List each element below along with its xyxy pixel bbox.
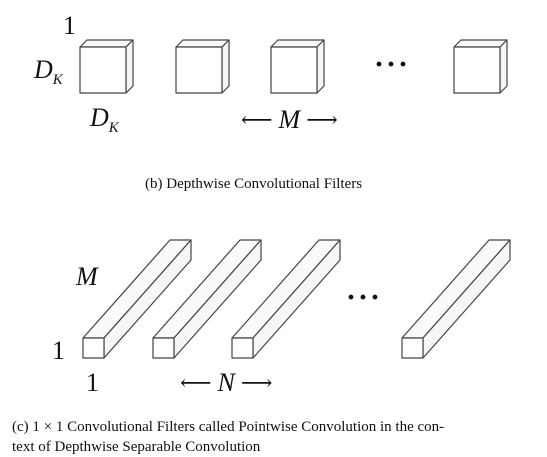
kernel-width-sub: K — [108, 120, 119, 136]
pointwise-filter-1-front — [82, 337, 105, 359]
kernel-height-base: D — [34, 55, 53, 84]
right-arrow-icon: ⟶ — [306, 107, 338, 132]
kernel-height-sub: K — [52, 72, 63, 88]
depthwise-filter-1-side — [125, 39, 134, 94]
depthwise-filter-4-front — [453, 46, 501, 94]
left-arrow-icon: ⟵ — [180, 370, 212, 395]
left-arrow-icon: ⟵ — [241, 107, 273, 132]
caption-c-line1: (c) 1 × 1 Convolutional Filters called P… — [12, 419, 445, 435]
kernel-height-label: DK — [34, 57, 63, 88]
pointwise-filter-4-front — [401, 337, 424, 359]
depthwise-filter-2-side — [221, 39, 230, 94]
depthwise-ellipsis: ··· — [374, 48, 411, 81]
right-arrow-icon: ⟶ — [240, 370, 273, 395]
depthwise-filter-4-top — [453, 39, 508, 48]
pointwise-height-label: 1 — [52, 336, 65, 365]
pointwise-filter-3-front — [231, 337, 254, 359]
kernel-width-base: D — [90, 103, 109, 132]
depthwise-filter-1-front — [79, 46, 127, 94]
pointwise-width-label: 1 — [86, 368, 99, 397]
pointwise-count-var: N — [217, 368, 235, 397]
kernel-width-label: DK — [90, 105, 119, 136]
depthwise-filter-2-front — [175, 46, 223, 94]
pointwise-count-label: ⟵ N ⟶ — [180, 370, 272, 396]
depthwise-filter-3-top — [270, 39, 325, 48]
pointwise-filter-4-top — [401, 239, 511, 339]
depth-one-label: 1 — [63, 11, 76, 40]
caption-c-line2: text of Depthwise Separable Convolution — [12, 439, 261, 455]
pointwise-filter-2-front — [152, 337, 175, 359]
depthwise-filter-3-front — [270, 46, 318, 94]
caption-b: (b) Depthwise Convolutional Filters — [145, 176, 363, 192]
pointwise-ellipsis: ··· — [346, 281, 383, 314]
depthwise-filter-1-top — [79, 39, 134, 48]
depthwise-filter-2-top — [175, 39, 230, 48]
depthwise-count-label: ⟵ M ⟶ — [241, 107, 338, 133]
depthwise-count-var: M — [278, 105, 301, 134]
depthwise-filter-3-side — [316, 39, 325, 94]
depthwise-filter-4-side — [499, 39, 508, 94]
pointwise-depth-label: M — [76, 262, 98, 291]
